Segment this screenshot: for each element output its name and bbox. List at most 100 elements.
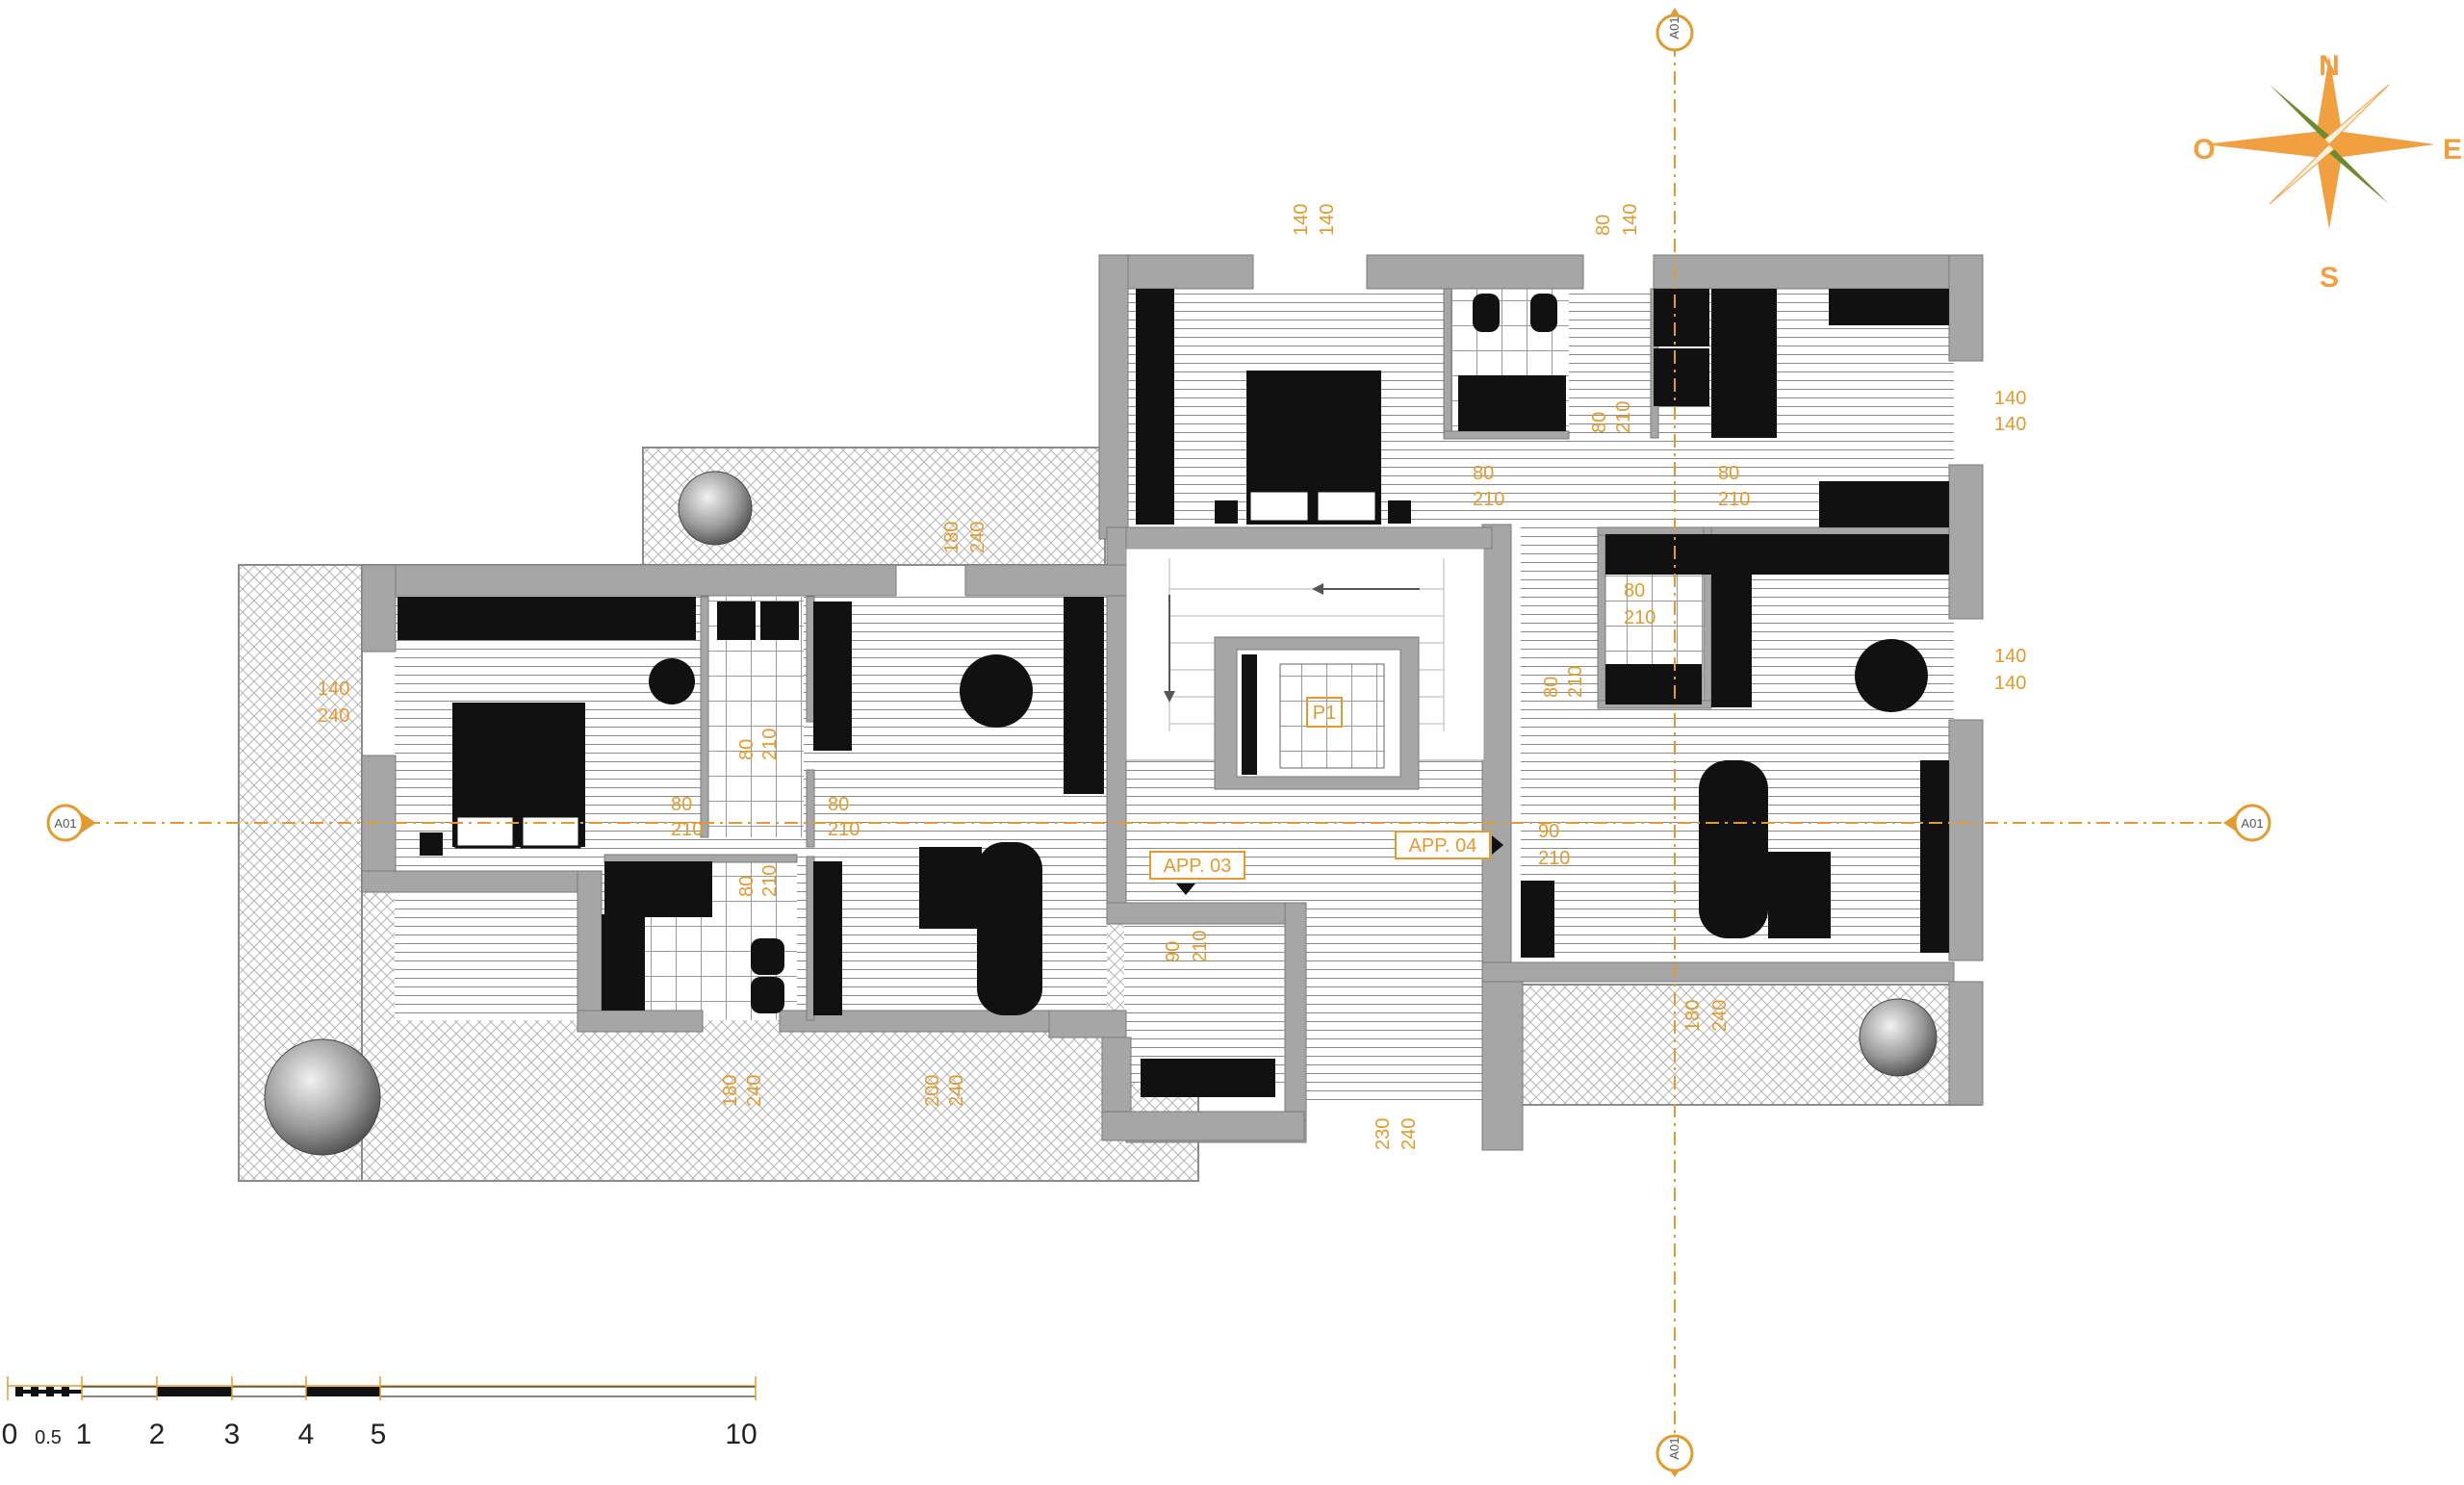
kitchen-side <box>1711 534 1752 707</box>
compass-west: O <box>2193 134 2215 166</box>
shower <box>1458 375 1566 431</box>
compass-south: S <box>2320 262 2339 294</box>
bidet <box>1530 294 1557 332</box>
app03-tag: APP. 03 <box>1149 851 1245 895</box>
svg-text:APP. 04: APP. 04 <box>1409 835 1477 857</box>
shower-left <box>604 861 712 917</box>
dryer <box>1654 348 1709 406</box>
tree-icon <box>1859 998 1938 1077</box>
svg-text:90: 90 <box>1538 821 1559 842</box>
scale-bar: 0 0.5 1 2 3 4 5 10 <box>2 1376 757 1450</box>
svg-text:A01: A01 <box>2241 816 2263 831</box>
dining-table-right <box>1855 639 1928 712</box>
svg-text:80: 80 <box>1541 677 1562 698</box>
dining-table-left <box>960 654 1033 728</box>
svg-text:210: 210 <box>828 819 860 840</box>
bunk-bed <box>1711 289 1777 438</box>
svg-text:210: 210 <box>1624 607 1656 628</box>
svg-text:0.5: 0.5 <box>35 1427 62 1448</box>
svg-text:210: 210 <box>1473 489 1504 510</box>
svg-text:240: 240 <box>1709 1000 1731 1032</box>
svg-text:140: 140 <box>1994 414 2026 435</box>
toilet <box>1473 294 1500 332</box>
svg-text:240: 240 <box>318 705 349 727</box>
svg-text:A01: A01 <box>54 816 76 831</box>
svg-text:210: 210 <box>1718 489 1750 510</box>
svg-text:A01: A01 <box>1667 16 1681 38</box>
svg-text:80: 80 <box>1473 463 1494 484</box>
tv-cabinet-left <box>813 861 842 1015</box>
fridge <box>1605 664 1702 704</box>
svg-text:140: 140 <box>1994 673 2026 694</box>
svg-text:240: 240 <box>967 522 988 553</box>
svg-text:210: 210 <box>759 729 781 760</box>
furniture-right <box>1136 289 1949 958</box>
svg-text:10: 10 <box>725 1419 757 1450</box>
svg-text:210: 210 <box>1190 931 1211 962</box>
section-marker-right: A01 <box>2223 804 2272 842</box>
compass-north: N <box>2319 50 2340 82</box>
svg-text:4: 4 <box>298 1419 315 1450</box>
svg-text:APP. 03: APP. 03 <box>1164 856 1232 877</box>
furniture-left <box>398 597 1275 1097</box>
svg-text:140: 140 <box>318 678 349 700</box>
trees <box>264 471 1938 1156</box>
svg-text:90: 90 <box>1163 941 1184 962</box>
sofa-left <box>977 842 1042 1015</box>
svg-text:210: 210 <box>1538 848 1570 869</box>
compass-rose: N S E O <box>2193 50 2462 294</box>
svg-text:210: 210 <box>1613 401 1634 433</box>
svg-text:240: 240 <box>1399 1118 1420 1150</box>
svg-text:140: 140 <box>1620 204 1641 236</box>
svg-text:A01: A01 <box>1667 1437 1681 1459</box>
svg-text:210: 210 <box>1565 666 1586 698</box>
wardrobe <box>1136 289 1174 525</box>
wardrobe-left <box>398 597 696 640</box>
compass-east: E <box>2443 134 2462 166</box>
svg-text:80: 80 <box>736 739 757 760</box>
svg-text:240: 240 <box>946 1075 967 1107</box>
dimension-labels: 140 140 80 140 80 210 80 210 180 240 80 … <box>318 204 2026 1150</box>
section-marker-left: A01 <box>46 804 96 842</box>
svg-text:0: 0 <box>2 1419 18 1450</box>
svg-text:3: 3 <box>224 1419 241 1450</box>
svg-text:80: 80 <box>1589 412 1610 433</box>
svg-text:240: 240 <box>744 1075 765 1107</box>
svg-text:80: 80 <box>1593 215 1614 236</box>
section-marker-top: A01 <box>1656 8 1694 52</box>
svg-text:140: 140 <box>1317 204 1338 236</box>
svg-text:2: 2 <box>149 1419 166 1450</box>
svg-text:180: 180 <box>941 522 962 553</box>
svg-text:180: 180 <box>1682 1000 1704 1032</box>
svg-text:140: 140 <box>1291 204 1312 236</box>
desk <box>1829 289 1949 325</box>
svg-text:200: 200 <box>922 1075 943 1107</box>
washer <box>1654 289 1709 346</box>
section-axes <box>87 43 2233 1434</box>
svg-text:210: 210 <box>759 865 781 897</box>
kitchen-column <box>1064 597 1104 794</box>
svg-text:80: 80 <box>671 794 692 815</box>
tree-icon <box>264 1038 381 1156</box>
svg-text:80: 80 <box>1718 463 1739 484</box>
tree-icon <box>678 471 753 546</box>
walls <box>361 254 1984 1151</box>
sofa-right <box>1699 760 1768 938</box>
armchair <box>649 658 695 704</box>
svg-text:180: 180 <box>720 1075 741 1107</box>
app04-tag: APP. 04 <box>1395 831 1503 859</box>
tv-unit <box>1819 481 1949 527</box>
svg-text:230: 230 <box>1373 1118 1394 1150</box>
kitchen-top <box>1605 534 1949 575</box>
svg-text:140: 140 <box>1994 388 2026 409</box>
section-marker-bottom: A01 <box>1656 1434 1694 1477</box>
stair-label-box <box>1306 697 1343 728</box>
tv-cabinet-right <box>1920 760 1949 953</box>
stair-label: P1 <box>1313 703 1336 724</box>
svg-text:5: 5 <box>371 1419 387 1450</box>
wardrobe-left-hall <box>813 602 852 751</box>
stair-core: P1 <box>1125 548 1485 790</box>
svg-text:80: 80 <box>1624 580 1645 602</box>
washer-left <box>717 602 756 640</box>
